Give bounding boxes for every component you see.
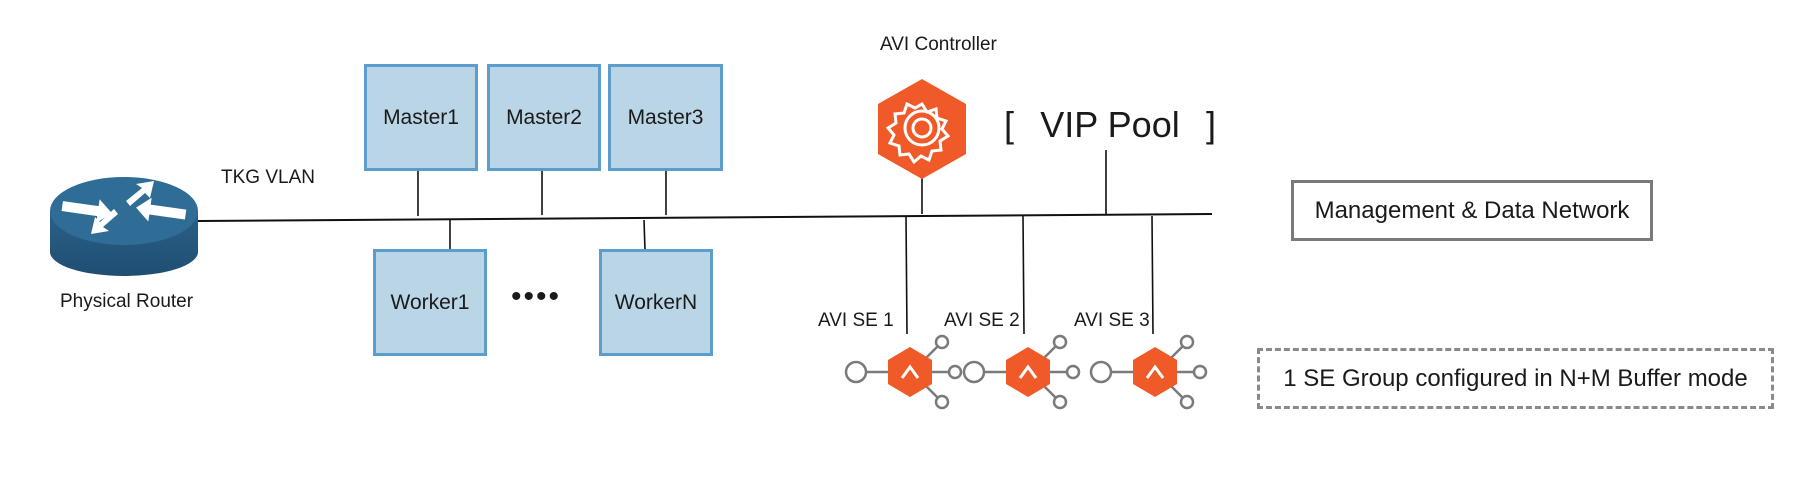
avi-service-engine-icon [1089,334,1208,410]
avi-service-engine-icon [962,334,1081,410]
workern-link [643,219,646,251]
se3-link [1151,215,1154,335]
tkg-vlan-line [197,213,1213,222]
se-label: AVI SE 1 [818,310,894,331]
vip-pool-label: VIP Pool [1040,104,1180,145]
avi-service-engine-icon [844,334,963,410]
controller-label: AVI Controller [880,34,997,55]
vlan-label: TKG VLAN [221,167,315,188]
avi-controller-gear-icon [878,79,966,179]
se-group-box: 1 SE Group configured in N+M Buffer mode [1257,348,1774,409]
master-node: Master1 [364,64,478,171]
se2-link [1022,215,1025,335]
vip-pool-bracket-open: [ [1004,104,1015,145]
se-label: AVI SE 3 [1074,310,1150,331]
se-label: AVI SE 2 [944,310,1020,331]
master-node: Master3 [608,64,723,171]
router-label: Physical Router [60,291,194,312]
vip-pool-bracket-close: ] [1205,104,1216,145]
worker-node: Worker1 [373,249,487,356]
network-box: Management & Data Network [1291,180,1653,241]
worker-node: WorkerN [599,249,713,356]
master-node: Master2 [487,64,601,171]
se1-link [905,215,908,335]
router-icon [50,177,198,276]
vip-pool: [ VIP Pool ] [1004,104,1216,146]
worker-ellipsis: •••• [511,280,562,313]
